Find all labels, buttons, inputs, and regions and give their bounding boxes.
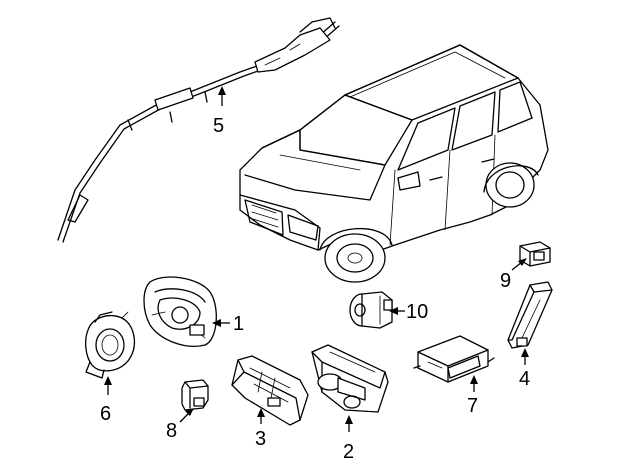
side-sensor-part — [349, 291, 393, 329]
clock-spring-part — [85, 311, 136, 379]
callout-6-label: 6 — [100, 403, 111, 425]
callout-10: 10 — [389, 301, 428, 323]
callout-1-label: 1 — [233, 313, 244, 335]
vehicle-illustration — [239, 44, 549, 283]
callout-9-label: 9 — [500, 270, 511, 292]
callout-7-label: 7 — [467, 395, 478, 417]
callout-5-label: 5 — [213, 115, 224, 137]
callout-3-label: 3 — [255, 428, 266, 450]
callout-10-label: 10 — [406, 301, 428, 323]
callout-5: 5 — [213, 86, 226, 137]
passenger-airbag-part — [311, 344, 389, 413]
occupant-sensor-part — [519, 241, 551, 267]
callout-3: 3 — [255, 408, 266, 450]
callout-9: 9 — [500, 258, 527, 292]
steering-airbag-part — [143, 276, 217, 347]
callout-8: 8 — [166, 408, 194, 442]
knee-airbag-part — [231, 355, 309, 426]
impact-sensor-part — [181, 379, 209, 411]
callout-6: 6 — [100, 376, 112, 425]
callout-8-label: 8 — [166, 420, 177, 442]
callout-1: 1 — [212, 313, 244, 335]
callout-4-label: 4 — [519, 368, 530, 390]
callout-2: 2 — [343, 415, 354, 463]
curtain-airbag-part — [57, 17, 340, 243]
callout-4: 4 — [519, 348, 530, 390]
callout-2-label: 2 — [343, 441, 354, 463]
control-module-part — [413, 335, 495, 383]
callout-7: 7 — [467, 375, 478, 417]
seat-airbag-part — [507, 281, 553, 349]
